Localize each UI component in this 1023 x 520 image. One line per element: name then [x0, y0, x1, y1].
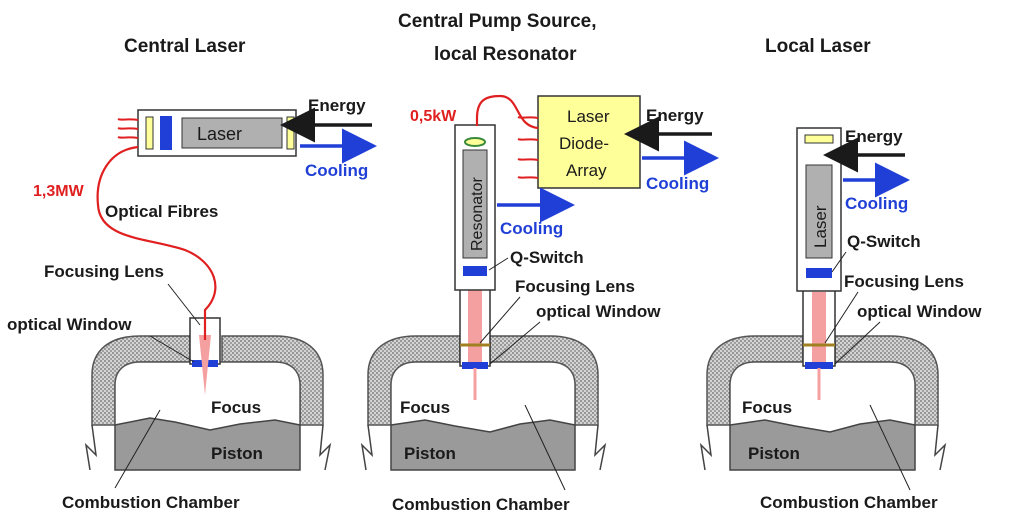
optical-window [805, 362, 833, 369]
window-label: optical Window [7, 315, 132, 334]
lens-label: Focusing Lens [44, 262, 164, 281]
mirror-right [286, 116, 295, 150]
panel-central-laser: Central Laser Laser Energy Cooling [7, 36, 377, 512]
piston [729, 419, 916, 471]
window-pointer [489, 321, 541, 365]
chamber-pointer [114, 409, 161, 489]
laser-label: Laser [197, 124, 242, 144]
cooling-label: Cooling [845, 194, 908, 213]
cylinder-wall-right [319, 424, 332, 471]
chamber-label: Combustion Chamber [62, 493, 240, 512]
cooling-label-diode: Cooling [646, 174, 709, 193]
lens-pointer [167, 283, 201, 326]
laser-label: Laser [811, 205, 830, 248]
fibres-label: Optical Fibres [105, 202, 218, 221]
power-label: 1,3MW [33, 183, 85, 200]
focus-label: Focus [742, 398, 792, 417]
cylinder-wall-left [699, 424, 713, 471]
combustion-chamber-outline [114, 361, 301, 425]
cylinder-wall-right [934, 424, 947, 471]
laser-beam [468, 290, 482, 368]
piston-label: Piston [748, 444, 800, 463]
fibre-stub-2 [117, 127, 139, 130]
lens-pointer [824, 291, 859, 344]
resonator-label: Resonator [469, 177, 486, 251]
fibre-stub-1 [117, 118, 139, 121]
fibre-stub-2 [517, 138, 539, 141]
focus-label: Focus [211, 398, 261, 417]
piston [114, 417, 301, 471]
cooling-label: Cooling [305, 161, 368, 180]
chamber-pointer [524, 404, 566, 491]
panel-title: Central Laser [124, 36, 246, 57]
panel-title-line2: local Resonator [434, 44, 577, 65]
qswitch-label: Q-Switch [510, 248, 584, 267]
energy-label: Energy [845, 127, 903, 146]
cylinder-wall-left [360, 424, 374, 471]
window-label: optical Window [536, 302, 661, 321]
piston-label: Piston [211, 444, 263, 463]
optical-fibre [96, 145, 217, 340]
panel-title: Local Laser [765, 36, 871, 57]
laser-rod [181, 117, 283, 149]
cylinder-wall-left [84, 424, 98, 471]
fibre-stub-3 [117, 136, 139, 139]
laser-beam [812, 292, 826, 368]
mirror-left [145, 116, 154, 150]
laser-beam [199, 335, 211, 395]
chamber-label: Combustion Chamber [392, 495, 570, 514]
optical-window [462, 362, 488, 369]
mirror-top [804, 134, 834, 144]
window-label: optical Window [857, 302, 982, 321]
laser-rod [805, 164, 833, 259]
energy-label: Energy [646, 106, 704, 125]
fibre-stub-1 [517, 116, 539, 119]
chamber-pointer [869, 404, 911, 491]
panel-central-pump: Central Pump Source, local Resonator Res… [360, 11, 719, 514]
lens-label: Focusing Lens [844, 272, 964, 291]
chamber-label: Combustion Chamber [760, 493, 938, 512]
qswitch-pointer [488, 257, 509, 271]
window-pointer [834, 321, 881, 365]
power-label: 0,5kW [410, 108, 457, 125]
qswitch-label: Q-Switch [847, 232, 921, 251]
lens-label: Focusing Lens [515, 277, 635, 296]
optical-fibre [475, 94, 539, 130]
q-switch-block [160, 116, 172, 150]
fibre-stub-4 [517, 176, 539, 179]
focus-label: Focus [400, 398, 450, 417]
diode-label-line1: Laser [567, 107, 610, 126]
lens-pointer [479, 296, 521, 344]
qswitch-pointer [831, 251, 847, 273]
fibre-stub-3 [517, 158, 539, 161]
panel-title-line1: Central Pump Source, [398, 11, 597, 32]
piston [390, 419, 576, 471]
diode-array-box [537, 95, 641, 189]
energy-label: Energy [308, 96, 366, 115]
q-switch-block [806, 268, 832, 278]
panel-local-laser: Local Laser Laser Energy Cooling Q-Switc… [699, 36, 982, 512]
diode-label-line2: Diode- [559, 134, 609, 153]
q-switch-block [463, 266, 487, 276]
cylinder-wall-right [594, 424, 607, 471]
cooling-label-resonator: Cooling [500, 219, 563, 238]
resonator-mirror [464, 137, 486, 147]
piston-label: Piston [404, 444, 456, 463]
resonator-rod [462, 149, 488, 259]
diode-label-line3: Array [566, 161, 607, 180]
window-pointer [149, 335, 195, 363]
